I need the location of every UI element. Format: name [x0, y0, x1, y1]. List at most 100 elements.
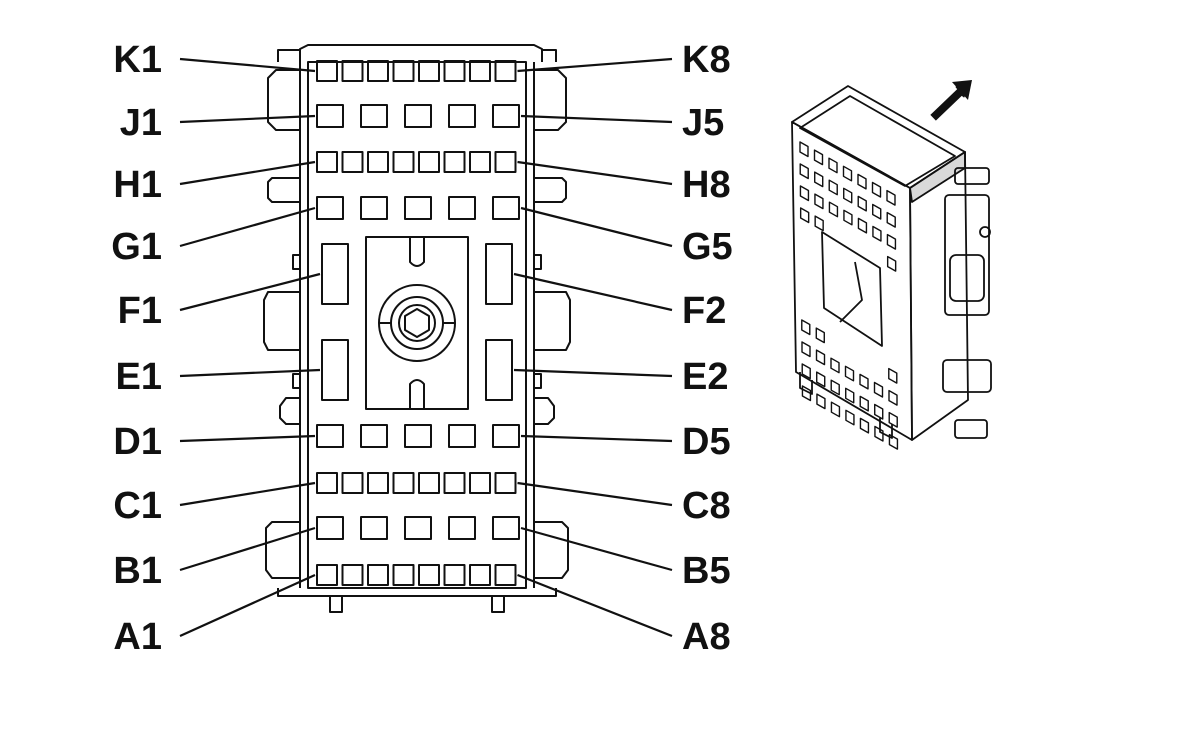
pin-cavity: [404, 516, 432, 540]
leader-line-left: [179, 114, 316, 124]
pin-cavity: [392, 151, 415, 173]
leader-line-right: [517, 573, 673, 638]
pin-cavity: [418, 564, 440, 586]
iso-pin-cavity: [830, 379, 840, 396]
iso-pin-cavity: [815, 327, 825, 344]
pin-label-right: C8: [682, 485, 731, 527]
pin-cavity: [418, 60, 440, 82]
iso-pin-cavity: [888, 367, 898, 384]
iso-pin-cavity: [857, 195, 867, 212]
iso-pin-cavity: [859, 373, 869, 390]
iso-pin-cavity: [874, 403, 884, 420]
pin-label-right: B5: [682, 550, 731, 592]
iso-pin-cavity: [873, 381, 884, 398]
pin-label-right: A8: [682, 616, 731, 658]
iso-pin-cavity: [816, 371, 826, 388]
iso-pin-cavity: [801, 319, 811, 336]
pin-label-left: J1: [120, 102, 162, 144]
pin-cavity: [492, 424, 520, 448]
iso-pin-cavity: [814, 193, 824, 210]
pin-cavity: [360, 196, 388, 220]
leader-line-right: [517, 481, 673, 507]
housing-body: [307, 61, 527, 589]
pin-cavity: [443, 564, 466, 586]
pin-cavity-large: [321, 243, 349, 305]
pin-label-left: G1: [111, 226, 162, 268]
pin-cavity: [316, 151, 338, 173]
leader-line-left: [179, 434, 316, 443]
iso-pin-cavity: [801, 363, 811, 380]
pin-cavity: [316, 104, 344, 128]
pin-cavity: [469, 564, 491, 586]
arrow-up-right-icon: [930, 80, 972, 121]
iso-pin-cavity: [886, 189, 896, 206]
pin-cavity: [494, 151, 517, 173]
iso-pin-cavity: [859, 417, 870, 434]
pin-cavity: [316, 424, 344, 448]
pin-label-right: F2: [682, 290, 726, 332]
iso-pin-cavity: [828, 201, 839, 218]
pin-cavity: [341, 151, 364, 173]
pin-cavity: [448, 196, 476, 220]
iso-pin-cavity: [814, 171, 824, 188]
pin-cavity: [367, 472, 389, 494]
iso-pin-cavity: [844, 365, 855, 382]
pin-label-left: E1: [116, 356, 162, 398]
leader-line-left: [179, 368, 321, 378]
pin-label-left: D1: [113, 421, 162, 463]
pin-cavity: [404, 196, 432, 220]
pin-label-right: K8: [682, 39, 731, 81]
leader-line-left: [179, 57, 316, 73]
housing-top-cap: [299, 44, 543, 62]
pin-cavity: [316, 196, 344, 220]
pin-cavity-large: [485, 339, 513, 401]
iso-pin-cavity: [888, 411, 898, 428]
pin-cavity: [316, 60, 338, 82]
pin-cavity: [443, 151, 466, 173]
iso-pin-cavity: [801, 385, 812, 402]
pin-cavity: [367, 564, 389, 586]
leader-line-right: [517, 160, 673, 186]
iso-pin-cavity: [842, 165, 853, 182]
pin-cavity: [492, 516, 520, 540]
iso-pin-cavity: [843, 187, 853, 204]
pin-cavity: [392, 60, 415, 82]
left-latch-bottom: [265, 521, 300, 579]
pin-cavity: [341, 564, 364, 586]
pin-cavity: [492, 104, 520, 128]
leader-line-right: [520, 114, 673, 124]
pin-cavity: [494, 564, 517, 586]
pin-label-left: B1: [113, 550, 162, 592]
leader-line-left: [179, 573, 316, 638]
iso-pin-cavity: [801, 341, 811, 358]
iso-pin-cavity: [843, 209, 853, 226]
pin-cavity: [448, 424, 476, 448]
pin-cavity: [392, 564, 415, 586]
pin-cavity: [443, 472, 466, 494]
leader-line-left: [179, 272, 321, 312]
left-side-clip: [263, 291, 300, 351]
pin-cavity-large: [485, 243, 513, 305]
pin-label-left: F1: [118, 290, 162, 332]
pin-label-left: A1: [113, 616, 162, 658]
leader-line-left: [179, 481, 316, 507]
iso-pin-cavity: [799, 141, 809, 158]
iso-pin-cavity: [828, 179, 838, 196]
leader-line-right: [513, 368, 673, 378]
pin-label-right: E2: [682, 356, 728, 398]
right-side-clip: [534, 291, 571, 351]
pin-label-right: G5: [682, 226, 733, 268]
iso-pin-cavity: [888, 433, 899, 450]
iso-pin-cavity: [886, 211, 896, 228]
iso-pin-cavity: [815, 349, 826, 366]
right-latch-top: [534, 69, 567, 131]
pin-label-right: D5: [682, 421, 731, 463]
leader-line-right: [520, 434, 673, 443]
iso-pin-cavity: [871, 181, 882, 198]
iso-side-face: [909, 151, 969, 441]
pin-label-left: H1: [113, 164, 162, 206]
iso-pin-cavity: [799, 185, 810, 202]
leader-line-right: [520, 526, 673, 572]
iso-pin-cavity: [813, 149, 824, 166]
